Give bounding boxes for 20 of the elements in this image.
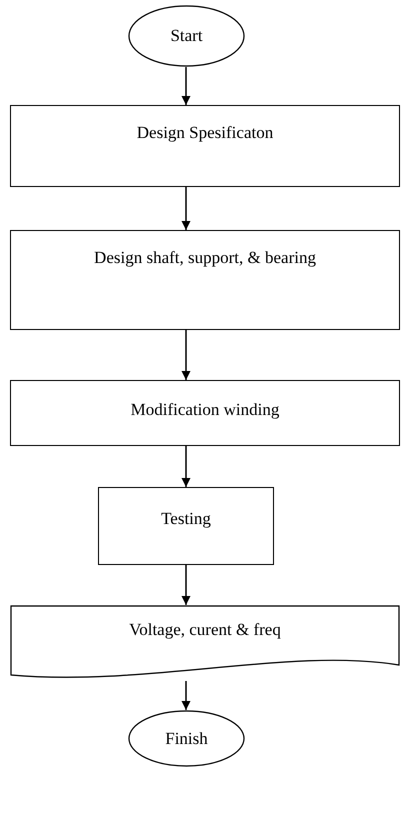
process-box	[98, 487, 274, 565]
arrow	[182, 187, 190, 230]
node-text: Testing	[161, 508, 211, 530]
node-text: Start	[170, 25, 203, 47]
terminal-ellipse	[128, 710, 245, 767]
arrow	[182, 446, 190, 487]
process-box	[10, 230, 400, 330]
arrow	[182, 330, 190, 380]
node-text: Design Spesificaton	[136, 122, 274, 144]
process-box	[10, 380, 400, 446]
arrow	[182, 565, 190, 605]
arrow	[182, 681, 190, 710]
document-shape	[10, 605, 400, 681]
process-box	[10, 105, 400, 187]
node-text: Finish	[165, 728, 208, 750]
node-text: Voltage, curent & freq	[129, 619, 281, 640]
node-text: Design shaft, support, & bearing	[94, 247, 316, 268]
terminal-ellipse	[128, 5, 245, 67]
arrow	[182, 67, 190, 105]
node-text: Modification winding	[130, 399, 280, 420]
